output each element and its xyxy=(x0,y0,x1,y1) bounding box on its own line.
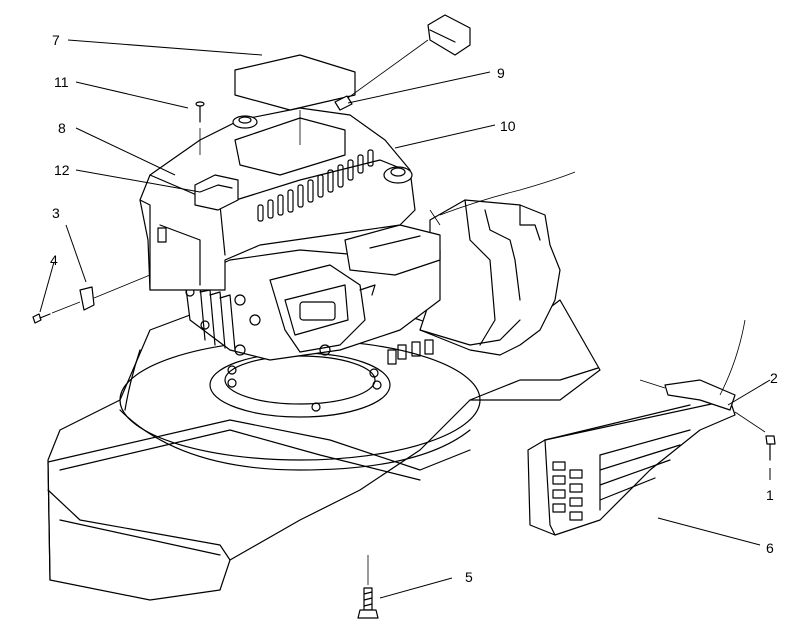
screw-4 xyxy=(32,301,81,324)
clip-3 xyxy=(79,274,151,311)
screw-11 xyxy=(195,101,205,155)
engine-shroud xyxy=(139,107,416,291)
callout-8: 8 xyxy=(58,120,66,136)
shroud-label-12 xyxy=(194,174,239,211)
mower-deck xyxy=(47,289,601,601)
callout-7: 7 xyxy=(52,32,60,48)
callout-5: 5 xyxy=(465,569,473,585)
screw-1 xyxy=(765,435,776,461)
callout-12: 12 xyxy=(54,162,70,178)
callout-3: 3 xyxy=(52,205,60,221)
leader-lines xyxy=(39,39,771,599)
callout-2: 2 xyxy=(770,370,778,386)
rear-shield-6 xyxy=(527,319,766,536)
rear-housing xyxy=(387,199,561,365)
callout-labels: 7 11 8 12 3 4 9 10 2 1 6 5 xyxy=(50,32,778,585)
callout-1: 1 xyxy=(766,487,774,503)
callout-9: 9 xyxy=(497,65,505,81)
callout-11: 11 xyxy=(54,74,69,90)
callout-10: 10 xyxy=(500,118,516,134)
callout-6: 6 xyxy=(766,540,774,556)
engine-block xyxy=(184,171,576,361)
decal-7 xyxy=(234,54,356,111)
shroud-vent-slots xyxy=(257,149,374,222)
bolt-5 xyxy=(357,555,379,619)
callout-4: 4 xyxy=(50,252,58,268)
starter-handle xyxy=(334,14,471,111)
